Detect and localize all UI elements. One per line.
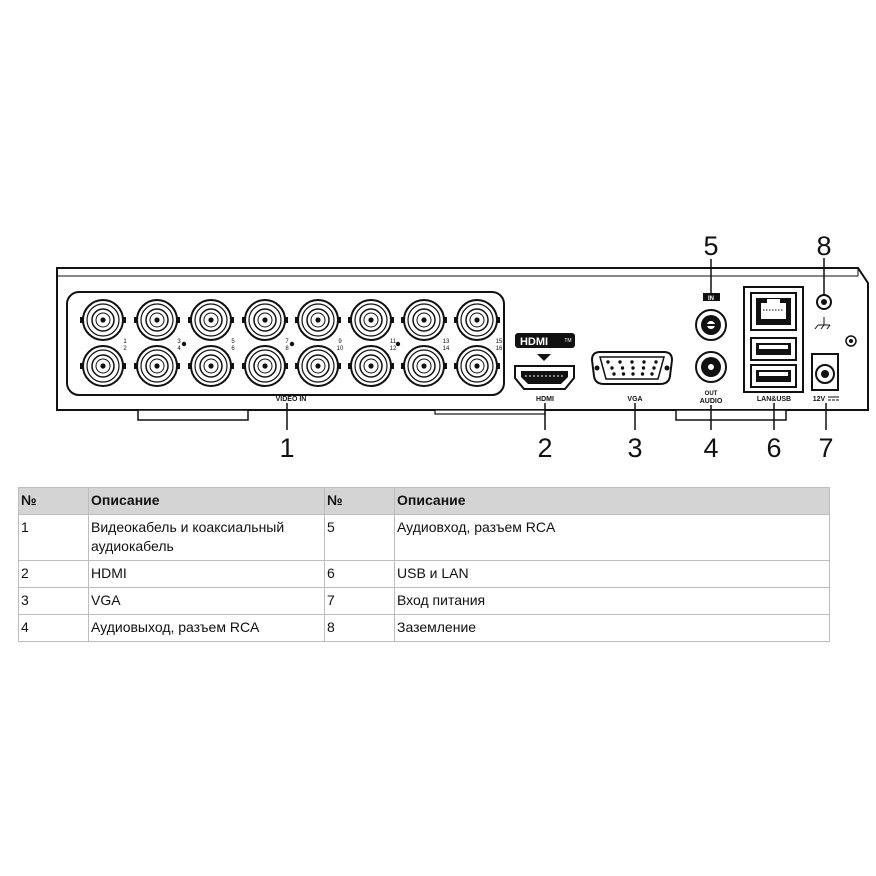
table-header-description: Описание: [394, 487, 830, 515]
hdmi-arrow-icon: [537, 354, 551, 361]
table-cell-number: 2: [18, 560, 89, 588]
chassis-screw-icon: [845, 335, 857, 347]
table-cell-description: VGA: [88, 587, 325, 615]
vga-port-icon: [590, 351, 674, 385]
table-header-description: Описание: [88, 487, 325, 515]
vga-pin: [641, 366, 646, 370]
callout-8: 8: [816, 231, 831, 261]
channel-number-label: 4: [177, 346, 181, 352]
vga-pin: [650, 372, 654, 376]
table-cell-number: 3: [18, 587, 89, 615]
channel-number-label: 1: [123, 339, 127, 345]
channel-number-label: 2: [123, 346, 127, 352]
vga-pin: [618, 360, 622, 364]
table-cell-number: 1: [18, 514, 89, 561]
dc-symbol-icon: [828, 396, 839, 401]
channel-number-label: 7: [285, 339, 289, 345]
audio-label: AUDIO: [700, 398, 723, 405]
audio-section: IN OUT AUDIO: [695, 293, 727, 405]
table-header-number: №: [324, 487, 395, 515]
callout-leaders: [286, 258, 827, 430]
table-cell-number: 7: [324, 587, 395, 615]
hdmi-label: HDMI: [536, 396, 554, 403]
table-cell-description: Аудиовыход, разъем RCA: [88, 614, 325, 642]
callout-2: 2: [537, 433, 552, 463]
power-section: 12V: [811, 353, 839, 403]
power-label: 12V: [813, 396, 826, 403]
table-cell-number: 6: [324, 560, 395, 588]
table-row: 4 Аудиовыход, разъем RCA 8 Заземление: [18, 614, 830, 642]
vga-pin: [642, 360, 646, 364]
table-cell-number: 5: [324, 514, 395, 561]
usb-port-icon: [750, 364, 797, 388]
channel-number-label: 3: [177, 339, 181, 345]
channel-number-label: 10: [337, 346, 344, 352]
hdmi-logo-text: HDMI: [520, 336, 548, 348]
callout-3: 3: [627, 433, 642, 463]
callout-5: 5: [703, 231, 718, 261]
hdmi-section: HDMI TM HDMI: [514, 333, 575, 403]
callout-7: 7: [818, 433, 833, 463]
video-in-label: VIDEO IN: [276, 396, 307, 403]
ground-symbol-icon: [814, 317, 831, 330]
table-cell-description: Заземление: [394, 614, 830, 642]
vga-pin: [640, 372, 645, 376]
hdmi-trademark-text: TM: [564, 338, 571, 344]
table-cell-description: Аудиовход, разъем RCA: [394, 514, 830, 561]
vga-pin: [620, 366, 625, 370]
led-indicator-icon: [395, 341, 401, 347]
connector-description-table: № Описание № Описание 1 Видеокабель и ко…: [18, 487, 830, 642]
table-row: 1 Видеокабель и коаксиальный аудиокабель…: [18, 514, 830, 561]
lan-usb-section: LAN&USB: [743, 286, 804, 403]
table-cell-number: 8: [324, 614, 395, 642]
rj45-port-icon: [750, 292, 797, 331]
vga-pin: [654, 360, 658, 364]
led-indicator-icon: [289, 341, 295, 347]
dc-power-jack-icon: [811, 353, 839, 391]
channel-number-label: 15: [496, 339, 503, 345]
channel-number-label: 12: [390, 346, 397, 352]
table-cell-number: 4: [18, 614, 89, 642]
vga-section: VGA: [590, 351, 674, 403]
ground-terminal-icon: [816, 294, 832, 310]
callout-6: 6: [766, 433, 781, 463]
vga-pin: [610, 366, 614, 370]
channel-number-label: 8: [285, 346, 289, 352]
vga-pin: [621, 372, 626, 376]
channel-number-label: 14: [443, 346, 450, 352]
rca-jack-icon: [695, 351, 727, 383]
table-row: 2 HDMI 6 USB и LAN: [18, 560, 830, 588]
table-row: 3 VGA 7 Вход питания: [18, 587, 830, 615]
channel-number-label: 5: [231, 339, 235, 345]
vga-pin: [631, 372, 635, 376]
table-cell-description: USB и LAN: [394, 560, 830, 588]
table-cell-description: Вход питания: [394, 587, 830, 615]
hdmi-port-icon: [514, 365, 575, 390]
audio-out-label: OUT: [705, 391, 718, 397]
audio-in-label: IN: [708, 296, 714, 302]
vga-pin: [630, 360, 634, 364]
callout-1: 1: [279, 433, 294, 463]
channel-number-label: 13: [443, 339, 450, 345]
vga-pin: [652, 366, 656, 370]
channel-number-label: 16: [496, 346, 503, 352]
table-header-number: №: [18, 487, 89, 515]
table-cell-description: HDMI: [88, 560, 325, 588]
vga-pin: [606, 360, 610, 364]
vga-pin: [631, 366, 635, 370]
vga-label: VGA: [627, 396, 642, 403]
channel-number-label: 9: [338, 339, 342, 345]
channel-number-label: 11: [390, 339, 397, 345]
led-indicator-icon: [181, 341, 187, 347]
channel-number-label: 6: [231, 346, 235, 352]
usb-port-icon: [750, 337, 797, 361]
table-header-row: № Описание № Описание: [18, 487, 830, 515]
rca-jack-icon: [695, 309, 727, 341]
table-cell-description: Видеокабель и коаксиальный аудиокабель: [88, 514, 325, 561]
callout-4: 4: [703, 433, 718, 463]
lan-usb-label: LAN&USB: [757, 396, 791, 403]
vga-pin: [612, 372, 616, 376]
